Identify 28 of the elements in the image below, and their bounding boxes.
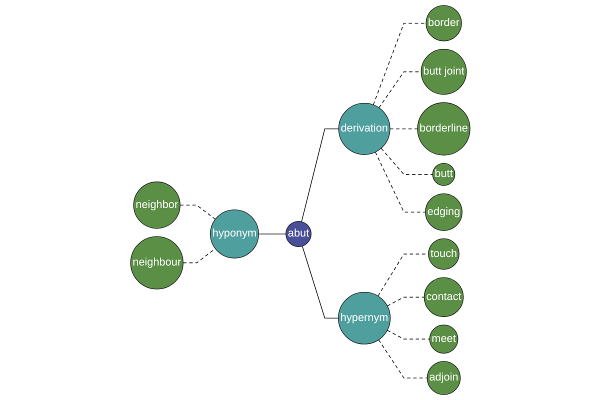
node-circle: hypernym	[338, 292, 390, 344]
node-circle: abut	[285, 221, 312, 247]
node-circle: borderline	[416, 102, 470, 156]
node-circle: hyponym	[210, 210, 259, 258]
connector	[389, 128, 418, 130]
connector	[300, 128, 339, 222]
node-circle: derivation	[338, 102, 390, 155]
connector	[179, 204, 216, 220]
connector	[302, 246, 338, 319]
node-circle: adjoin	[426, 361, 460, 395]
connector	[377, 254, 428, 296]
connector	[378, 339, 428, 378]
connector	[372, 22, 426, 106]
node-circle: edging	[424, 193, 462, 231]
node-circle: touch	[428, 238, 460, 270]
connector	[380, 148, 433, 175]
node-circle: butt joint	[420, 48, 466, 95]
node-circle: neighbour	[130, 236, 184, 290]
connector	[182, 248, 216, 264]
node-circle: butt	[432, 162, 455, 186]
node-circle: meet	[428, 324, 458, 354]
node-circle: border	[425, 5, 462, 42]
node-circle: neighbor	[132, 182, 180, 229]
connector	[378, 71, 422, 108]
connector	[386, 330, 430, 340]
connector	[374, 152, 426, 213]
connector	[386, 296, 424, 306]
node-circle: contact	[424, 277, 464, 318]
